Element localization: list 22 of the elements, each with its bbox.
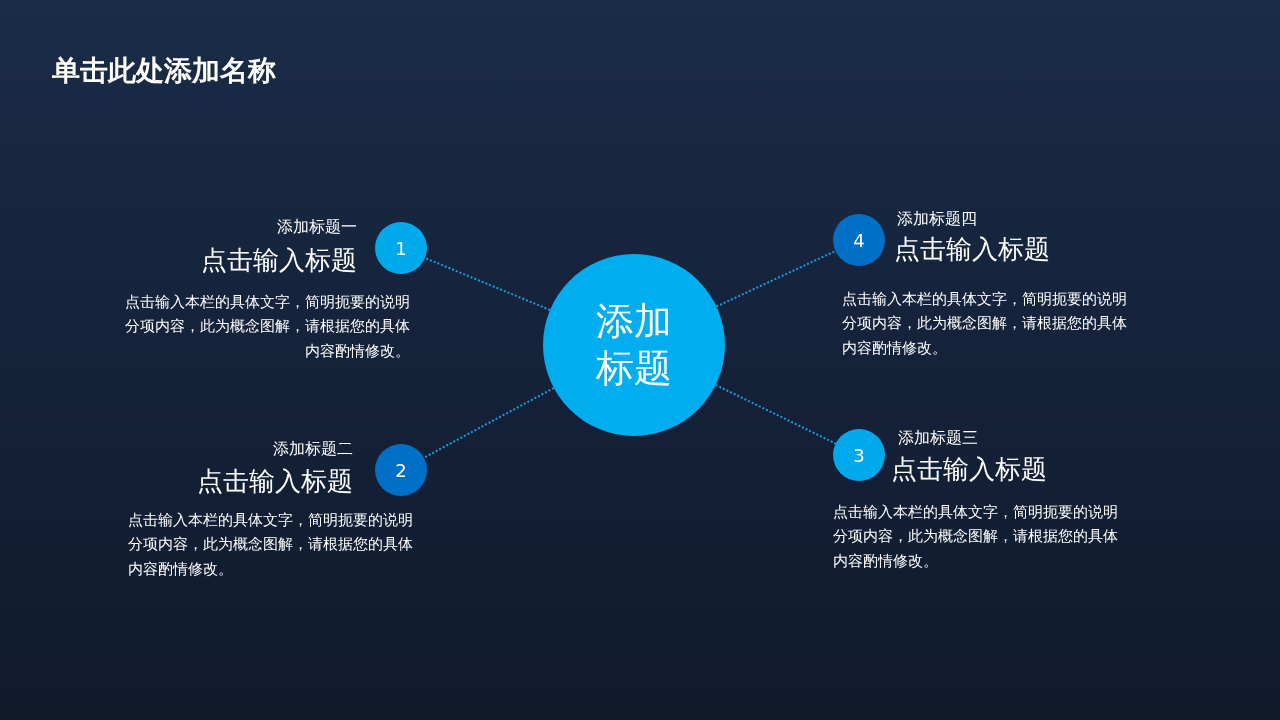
heading: 点击输入标题 [200, 244, 357, 277]
subtitle: 添加标题四 [897, 209, 978, 230]
subtitle: 添加标题三 [898, 428, 979, 449]
subtitle: 添加标题二 [272, 439, 353, 460]
number-circle: 1 [375, 222, 427, 274]
slide-title: 单击此处添加名称 [52, 53, 276, 89]
number-circle: 4 [833, 214, 885, 266]
description: 点击输入本栏的具体文字，简明扼要的说明分项内容，此为概念图解，请根据您的具体内容酌情修改。 [128, 511, 414, 579]
connector-line [422, 387, 555, 459]
number-circle: 3 [833, 429, 885, 481]
heading: 点击输入标题 [196, 465, 353, 498]
connector-line [715, 250, 837, 308]
subtitle: 添加标题一 [276, 217, 357, 238]
heading: 点击输入标题 [891, 453, 1048, 486]
heading: 点击输入标题 [894, 233, 1051, 266]
connector-line [424, 257, 551, 312]
connector-line [714, 383, 837, 445]
description: 点击输入本栏的具体文字，简明扼要的说明分项内容，此为概念图解，请根据您的具体内容酌情修改。 [842, 290, 1128, 358]
center-circle: 添加标题 [543, 254, 725, 436]
description: 点击输入本栏的具体文字，简明扼要的说明分项内容，此为概念图解，请根据您的具体内容酌情修改。 [124, 293, 410, 361]
number-circle: 2 [375, 444, 427, 496]
description: 点击输入本栏的具体文字，简明扼要的说明分项内容，此为概念图解，请根据您的具体内容酌情修改。 [833, 503, 1119, 571]
